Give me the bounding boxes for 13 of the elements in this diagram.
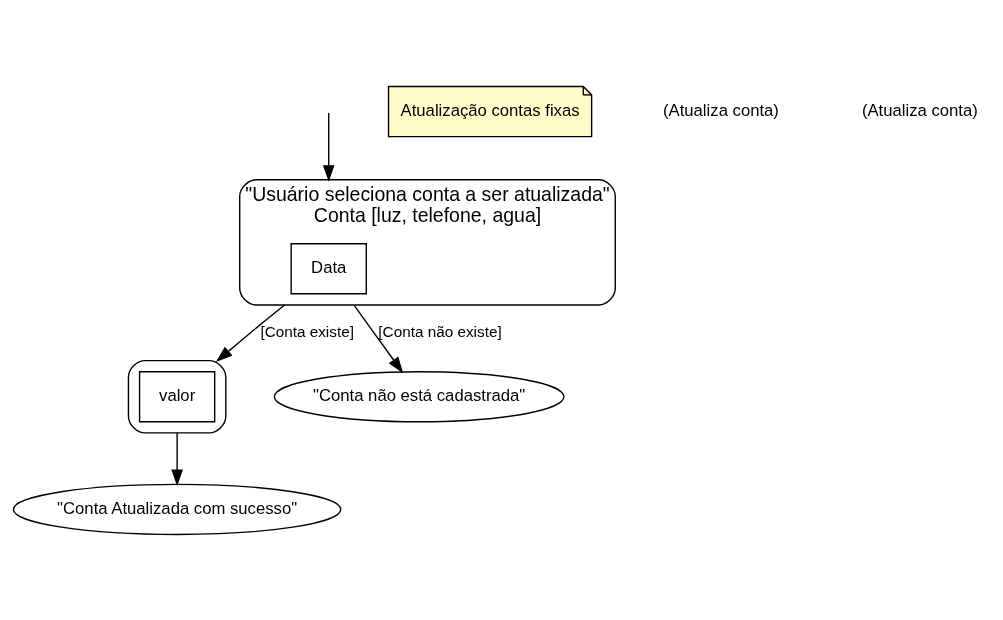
node-box: Data: [290, 242, 367, 294]
edge-label: [Conta não existe]: [378, 322, 502, 340]
cluster: [127, 359, 227, 434]
node-ellipse: "Conta não está cadastrada": [273, 370, 565, 422]
label: (Atualiza conta): [861, 100, 978, 120]
edge-label: [Conta existe]: [260, 322, 354, 340]
arrow: [353, 303, 404, 373]
node-box: valor: [138, 370, 216, 422]
arrow: [215, 303, 286, 362]
arrow: [322, 111, 335, 182]
node-ellipse: "Conta Atualizada com sucesso": [12, 483, 342, 535]
arrow: [171, 431, 183, 486]
label: (Atualiza conta): [662, 100, 779, 120]
